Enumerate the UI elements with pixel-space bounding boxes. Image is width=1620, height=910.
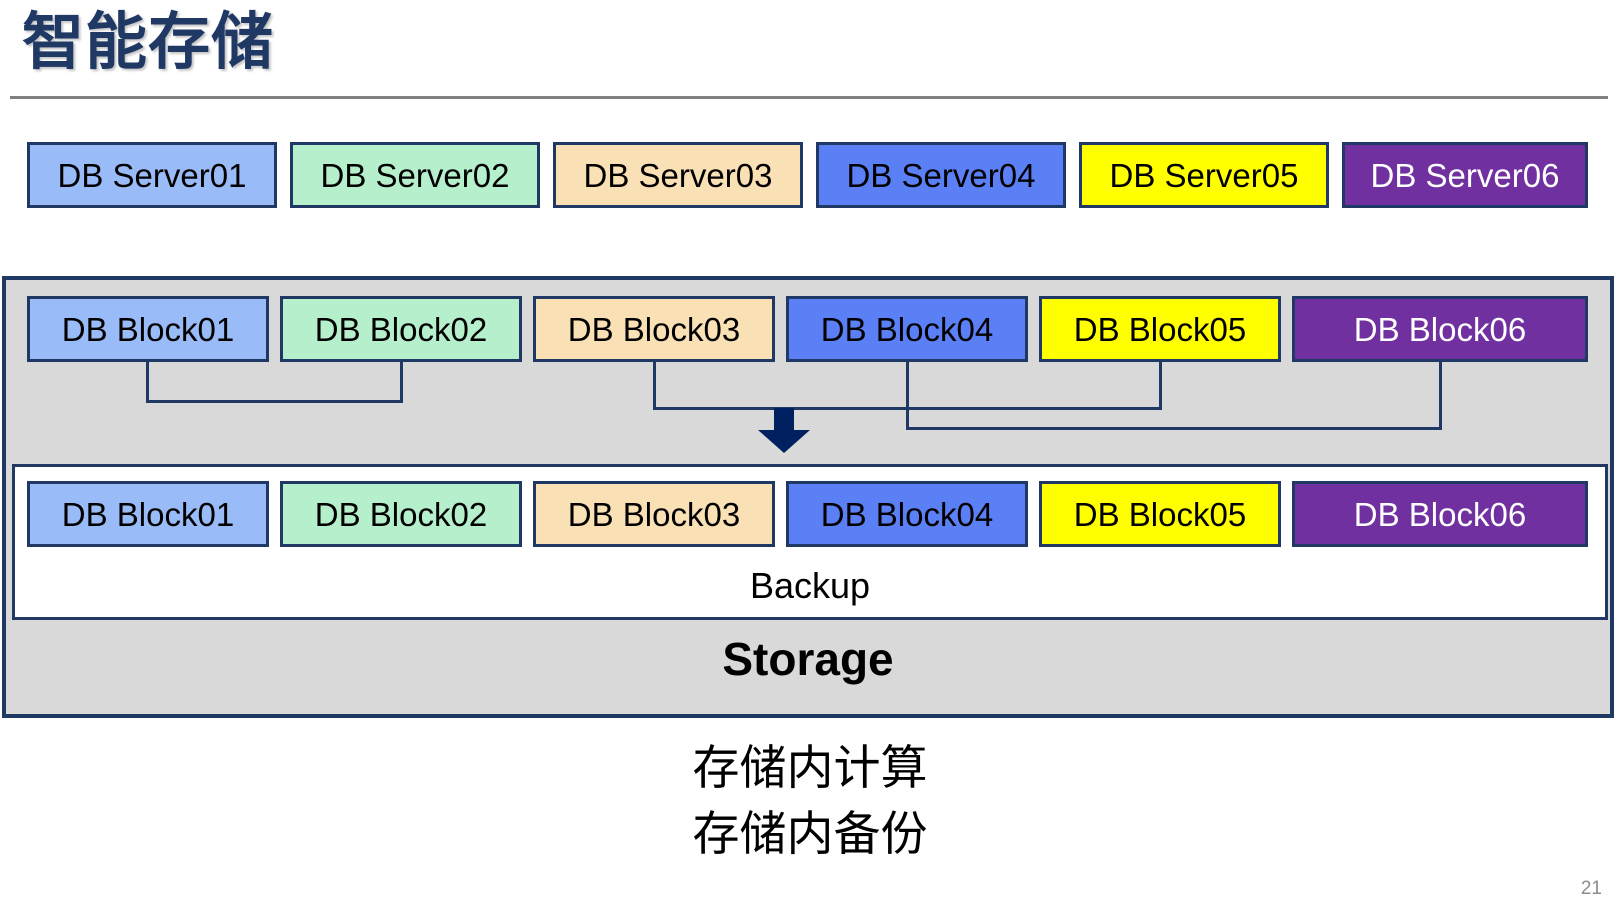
db-server-box-4[interactable]: DB Server04 <box>816 142 1066 208</box>
db-block-top-label: DB Block03 <box>568 313 740 346</box>
db-block-top-1[interactable]: DB Block01 <box>27 296 269 362</box>
page-number: 21 <box>1581 878 1602 900</box>
connector-horizontal-3 <box>906 427 1442 430</box>
db-server-box-label: DB Server05 <box>1110 159 1299 192</box>
db-server-box-1[interactable]: DB Server01 <box>27 142 277 208</box>
db-block-bottom-label: DB Block04 <box>821 498 993 531</box>
page-title: 智能存储 <box>22 4 274 82</box>
connector-vertical-3-2 <box>1439 362 1442 430</box>
db-block-bottom-label: DB Block06 <box>1354 498 1526 531</box>
db-block-bottom-label: DB Block01 <box>62 498 234 531</box>
db-block-top-label: DB Block06 <box>1354 313 1526 346</box>
db-block-top-5[interactable]: DB Block05 <box>1039 296 1281 362</box>
db-block-top-label: DB Block04 <box>821 313 993 346</box>
db-block-top-label: DB Block02 <box>315 313 487 346</box>
connector-vertical-1-1 <box>146 362 149 403</box>
db-block-top-6[interactable]: DB Block06 <box>1292 296 1588 362</box>
connector-vertical-2-1 <box>653 362 656 410</box>
db-server-box-label: DB Server04 <box>847 159 1036 192</box>
db-block-bottom-label: DB Block05 <box>1074 498 1246 531</box>
db-block-bottom-5[interactable]: DB Block05 <box>1039 481 1281 547</box>
caption-line-1: 存储内计算 <box>0 742 1620 795</box>
down-arrow-icon <box>756 408 812 454</box>
storage-label: Storage <box>2 632 1614 686</box>
connector-vertical-1-2 <box>400 362 403 403</box>
db-block-bottom-1[interactable]: DB Block01 <box>27 481 269 547</box>
db-server-box-label: DB Server06 <box>1371 159 1560 192</box>
db-server-box-2[interactable]: DB Server02 <box>290 142 540 208</box>
db-block-top-4[interactable]: DB Block04 <box>786 296 1028 362</box>
db-server-box-label: DB Server01 <box>58 159 247 192</box>
db-block-bottom-2[interactable]: DB Block02 <box>280 481 522 547</box>
connector-vertical-2-2 <box>1159 362 1162 410</box>
db-block-bottom-label: DB Block02 <box>315 498 487 531</box>
connector-vertical-3-1 <box>906 362 909 430</box>
db-block-bottom-label: DB Block03 <box>568 498 740 531</box>
title-divider <box>10 96 1608 99</box>
db-block-top-label: DB Block05 <box>1074 313 1246 346</box>
backup-label: Backup <box>12 565 1608 607</box>
db-server-box-3[interactable]: DB Server03 <box>553 142 803 208</box>
caption-line-2: 存储内备份 <box>0 808 1620 861</box>
db-server-box-label: DB Server02 <box>321 159 510 192</box>
db-block-top-label: DB Block01 <box>62 313 234 346</box>
db-block-bottom-4[interactable]: DB Block04 <box>786 481 1028 547</box>
connector-horizontal-1 <box>146 400 403 403</box>
db-server-box-6[interactable]: DB Server06 <box>1342 142 1588 208</box>
db-server-box-label: DB Server03 <box>584 159 773 192</box>
db-block-top-3[interactable]: DB Block03 <box>533 296 775 362</box>
db-server-box-5[interactable]: DB Server05 <box>1079 142 1329 208</box>
db-block-bottom-3[interactable]: DB Block03 <box>533 481 775 547</box>
db-block-bottom-6[interactable]: DB Block06 <box>1292 481 1588 547</box>
db-block-top-2[interactable]: DB Block02 <box>280 296 522 362</box>
